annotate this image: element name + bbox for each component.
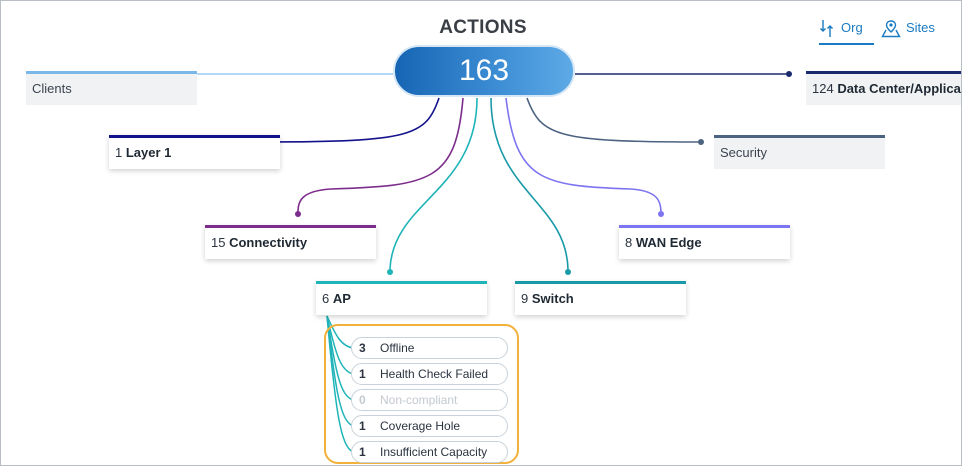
tab-sites-label: Sites: [906, 20, 935, 35]
tab-org-label: Org: [841, 20, 863, 35]
action-label: Insufficient Capacity: [380, 445, 488, 459]
security-connector: [526, 97, 702, 143]
wan-edge-connector-dot: [658, 211, 664, 217]
ap-action-non-compliant[interactable]: 0 Non-compliant: [351, 389, 508, 411]
connectivity-count: 15: [211, 235, 230, 250]
switch-connector-dot: [565, 269, 571, 275]
page-title: ACTIONS: [439, 17, 527, 38]
action-count: 3: [359, 341, 366, 355]
action-label: Non-compliant: [380, 393, 458, 407]
category-ap[interactable]: 6 AP: [316, 281, 487, 315]
data-center-connector-dot: [786, 71, 792, 77]
action-count: 1: [359, 419, 366, 433]
ap-connector-dot: [387, 269, 393, 275]
org-sort-icon: [820, 20, 833, 37]
tab-sites[interactable]: Sites: [881, 17, 941, 43]
category-security[interactable]: Security: [714, 135, 885, 169]
category-layer1[interactable]: 1 Layer 1: [109, 135, 280, 169]
connectivity-connector: [297, 97, 464, 214]
layer1-count: 1: [115, 145, 126, 160]
clients-label: Clients: [32, 81, 72, 96]
action-label: Coverage Hole: [380, 419, 461, 433]
security-connector-dot: [698, 139, 704, 145]
connectivity-connector-dot: [295, 211, 301, 217]
sites-map-icon: [881, 20, 901, 38]
ap-connector: [389, 97, 478, 270]
category-clients[interactable]: Clients: [26, 71, 197, 105]
ap-action-health-check-failed[interactable]: 1 Health Check Failed: [351, 363, 508, 385]
action-count: 1: [359, 445, 366, 459]
ap-count: 6: [322, 291, 333, 306]
action-label: Health Check Failed: [380, 367, 489, 381]
category-connectivity[interactable]: 15 Connectivity: [205, 225, 376, 259]
ap-actions-panel: [324, 324, 519, 464]
switch-count: 9: [521, 291, 532, 306]
category-data-center[interactable]: 124 Data Center/Application: [806, 71, 961, 105]
wan-edge-count: 8: [625, 235, 636, 250]
wan-edge-label: WAN Edge: [635, 235, 702, 250]
security-label: Security: [720, 145, 767, 160]
action-label: Offline: [380, 341, 415, 355]
layer1-label: Layer 1: [125, 145, 172, 160]
data-center-count: 124: [812, 81, 838, 96]
wan-edge-connector: [505, 97, 662, 214]
tab-org[interactable]: Org: [819, 17, 874, 45]
switch-label: Switch: [531, 291, 574, 306]
ap-action-offline[interactable]: 3 Offline: [351, 337, 508, 359]
ap-action-insufficient-capacity[interactable]: 1 Insufficient Capacity: [351, 441, 508, 463]
data-center-label: Data Center/Application: [837, 81, 961, 96]
switch-connector: [490, 97, 569, 270]
action-count: 0: [359, 393, 366, 407]
total-actions-count[interactable]: 163: [393, 45, 575, 97]
layer1-connector: [262, 97, 440, 143]
connectivity-label: Connectivity: [229, 235, 308, 250]
action-count: 1: [359, 367, 366, 381]
category-switch[interactable]: 9 Switch: [515, 281, 686, 315]
category-wan-edge[interactable]: 8 WAN Edge: [619, 225, 790, 259]
ap-label: AP: [332, 291, 351, 306]
ap-action-coverage-hole[interactable]: 1 Coverage Hole: [351, 415, 508, 437]
